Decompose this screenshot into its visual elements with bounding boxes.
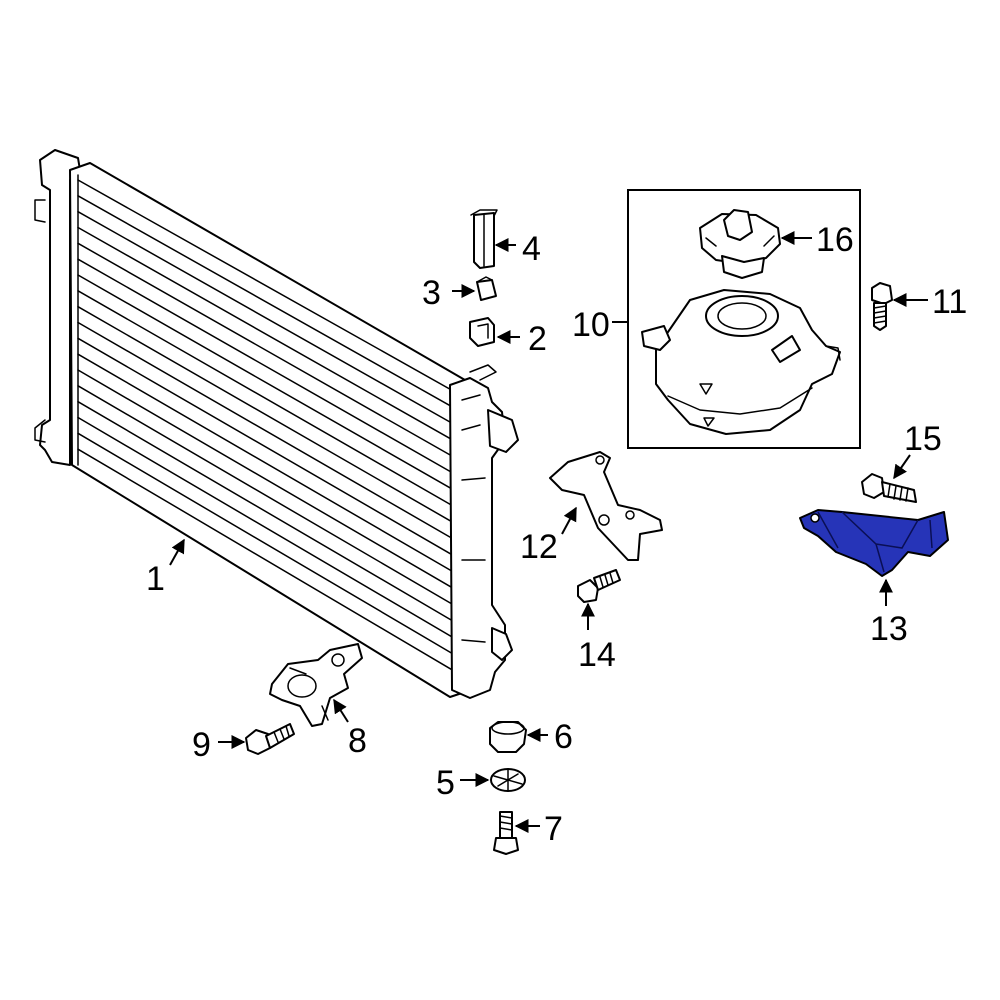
callout-13: 13 [870,610,908,648]
radiator-fin-line [77,195,456,410]
radiator-fin-line [77,385,456,607]
callout-16: 16 [816,221,854,259]
bracket-part-13[interactable] [799,509,949,577]
callout-11: 11 [932,283,967,321]
callout-2: 2 [528,320,547,358]
bolt-part-11[interactable] [871,282,893,331]
stud-part-15[interactable] [861,473,917,503]
bolt-part-7[interactable] [493,811,519,855]
insulator-part-5[interactable] [490,768,526,792]
callout-labels: 1 2 3 4 5 6 7 8 9 10 11 12 13 14 15 16 [146,221,967,848]
bolt-part-14[interactable] [577,569,621,603]
callout-5: 5 [436,764,455,802]
radiator-fin-line [77,258,456,475]
clip-part-4[interactable] [470,209,498,269]
radiator-fin-line [77,400,456,623]
radiator-fin-line [77,432,456,656]
radiator-fin-line [77,369,456,591]
radiator[interactable] [34,149,519,699]
callout-12: 12 [520,528,558,566]
reservoir-cap[interactable] [699,209,781,279]
radiator-fin-line [77,337,456,558]
callout-14: 14 [578,636,616,674]
callout-9: 9 [192,726,211,764]
insulator-part-6[interactable] [489,721,527,753]
coolant-reservoir[interactable] [641,289,841,435]
callout-1: 1 [146,560,165,598]
radiator-fin-line [77,448,456,673]
radiator-fin-line [77,210,456,426]
callout-6: 6 [554,718,573,756]
bracket-part-12[interactable] [549,451,663,561]
callout-7: 7 [544,810,563,848]
radiator-fin-line [77,321,456,541]
bolt-part-9[interactable] [245,723,295,755]
radiator-fin-line [77,242,456,459]
radiator-fin-line [77,290,456,508]
radiator-fin-line [77,179,456,393]
bracket-part-8[interactable] [269,643,363,727]
insulator-part-2[interactable] [469,317,495,347]
radiator-fin-line [77,353,456,574]
callout-8: 8 [348,722,367,760]
clip-part-3[interactable] [476,276,497,301]
radiator-fin-line [77,416,456,640]
leader-lines [169,231,928,833]
radiator-fin-line [77,305,456,525]
callout-15: 15 [904,420,942,458]
callout-4: 4 [522,230,541,268]
radiator-fin-line [77,226,456,443]
callout-3: 3 [422,274,441,312]
callout-10: 10 [572,306,610,344]
radiator-fin-line [77,274,456,492]
